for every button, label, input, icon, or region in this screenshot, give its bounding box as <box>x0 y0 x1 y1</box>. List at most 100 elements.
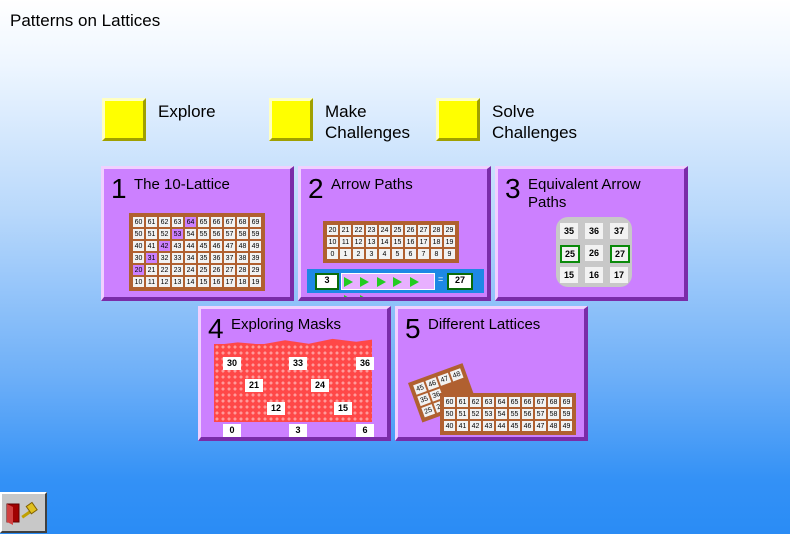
lattice-cell: 69 <box>250 217 261 227</box>
lattice-cell: 17 <box>610 267 628 283</box>
lattice-cell: 22 <box>159 265 170 275</box>
lattice-cell: 59 <box>250 229 261 239</box>
lattice-cell: 11 <box>340 237 351 247</box>
card-different-lattices[interactable]: 5 Different Lattices 4546474835362526 60… <box>395 306 588 441</box>
lattice-cell: 48 <box>237 241 248 251</box>
lattice-cell: 27 <box>224 265 235 275</box>
lattice-cell: 44 <box>496 421 507 431</box>
lattice-cell: 63 <box>483 397 494 407</box>
lattice-cell: 53 <box>172 229 183 239</box>
lattice-cell: 25 <box>421 404 436 418</box>
lattice-cell: 64 <box>496 397 507 407</box>
lattice-cell: 51 <box>146 229 157 239</box>
lattice-cell: 49 <box>250 241 261 251</box>
mask-number: 24 <box>311 379 329 392</box>
mask-number: 30 <box>223 357 241 370</box>
solve-challenges-mode-label: Solve Challenges <box>492 102 578 142</box>
card-number: 5 <box>405 313 421 344</box>
make-challenges-mode-box[interactable] <box>269 98 313 141</box>
lattice-cell: 50 <box>133 229 144 239</box>
lattice-cell: 44 <box>185 241 196 251</box>
lattice-cell: 48 <box>449 368 464 382</box>
lattice-cell: 12 <box>353 237 364 247</box>
lattice-cell: 35 <box>198 253 209 263</box>
mask-number: 12 <box>267 402 285 415</box>
lattice-cell: 13 <box>172 277 183 287</box>
mask-number: 6 <box>356 424 374 437</box>
card-title: Arrow Paths <box>331 176 413 193</box>
explore-mode-box[interactable] <box>102 98 146 141</box>
lattice-cell: 19 <box>444 237 455 247</box>
lattice-cell: 12 <box>159 277 170 287</box>
card-title: Different Lattices <box>428 316 541 333</box>
lattice-cell: 55 <box>198 229 209 239</box>
lattice-cell: 27 <box>418 225 429 235</box>
lattice-cell: 4 <box>379 249 390 259</box>
lattice-cell: 52 <box>470 409 481 419</box>
lattice-cell: 18 <box>237 277 248 287</box>
explore-mode-button[interactable]: Explore <box>102 98 216 141</box>
lattice-cell: 67 <box>224 217 235 227</box>
lattice-cell: 49 <box>561 421 572 431</box>
lattice-cell: 7 <box>418 249 429 259</box>
lattice-cell: 25 <box>198 265 209 275</box>
arrow-up-icon <box>344 295 353 297</box>
lattice-cell: 63 <box>172 217 183 227</box>
lattice-cell: 37 <box>610 223 628 239</box>
lattice-cell: 17 <box>418 237 429 247</box>
lattice-cell: 46 <box>522 421 533 431</box>
lattice-cell: 2 <box>353 249 364 259</box>
lattice-cell: 67 <box>535 397 546 407</box>
lattice-cell: 9 <box>444 249 455 259</box>
lattice-cell: 62 <box>159 217 170 227</box>
lattice-cell: 14 <box>185 277 196 287</box>
lattice-cell: 15 <box>198 277 209 287</box>
lattice-cell: 11 <box>146 277 157 287</box>
start-number: 3 <box>315 273 339 290</box>
mask-number: 36 <box>356 357 374 370</box>
card-title: Exploring Masks <box>231 316 342 333</box>
lattice-cell: 21 <box>340 225 351 235</box>
card-title: The 10-Lattice <box>134 176 230 193</box>
lattice-cell: 69 <box>561 397 572 407</box>
arrow-right-icon <box>360 295 370 297</box>
lattice-cell: 33 <box>172 253 183 263</box>
lattice-cell: 36 <box>211 253 222 263</box>
lattice-cell: 30 <box>133 253 144 263</box>
arrow-right-icon <box>360 277 370 287</box>
equivalent-paths-preview: 35 36 37 25 26 27 15 16 17 <box>556 217 632 287</box>
card-number: 1 <box>111 173 127 204</box>
card-exploring-masks[interactable]: 4 Exploring Masks 30 33 36 21 24 12 15 0… <box>198 306 391 441</box>
lattice-cell: 56 <box>522 409 533 419</box>
lattice-cell: 60 <box>444 397 455 407</box>
lattice-cell: 19 <box>250 277 261 287</box>
make-challenges-mode-label: Make Challenges <box>325 102 411 142</box>
lattice-cell: 50 <box>444 409 455 419</box>
result-number: 27 <box>447 273 473 290</box>
make-challenges-mode-button[interactable]: Make Challenges <box>269 98 410 143</box>
mask-number: 3 <box>289 424 307 437</box>
lattice-cell: 40 <box>444 421 455 431</box>
exit-button[interactable] <box>0 492 47 533</box>
lattice-cell: 1 <box>340 249 351 259</box>
lattice-cell: 16 <box>585 267 603 283</box>
lattice-cell: 10 <box>133 277 144 287</box>
card-equivalent-arrow-paths[interactable]: 3 Equivalent Arrow Paths 35 36 37 25 26 … <box>495 166 688 301</box>
card-number: 2 <box>308 173 324 204</box>
lattice-cell: 16 <box>405 237 416 247</box>
lattice-cell: 10 <box>327 237 338 247</box>
lattice-cell: 68 <box>237 217 248 227</box>
lattice-cell: 62 <box>470 397 481 407</box>
lattice-cell: 17 <box>224 277 235 287</box>
solve-challenges-mode-button[interactable]: Solve Challenges <box>436 98 577 143</box>
solve-challenges-mode-box[interactable] <box>436 98 480 141</box>
lattice-cell: 24 <box>379 225 390 235</box>
lattice-cell: 26 <box>405 225 416 235</box>
lattice-cell: 32 <box>159 253 170 263</box>
lattice-cell: 41 <box>457 421 468 431</box>
mask-number: 33 <box>289 357 307 370</box>
lattice-cell: 57 <box>535 409 546 419</box>
